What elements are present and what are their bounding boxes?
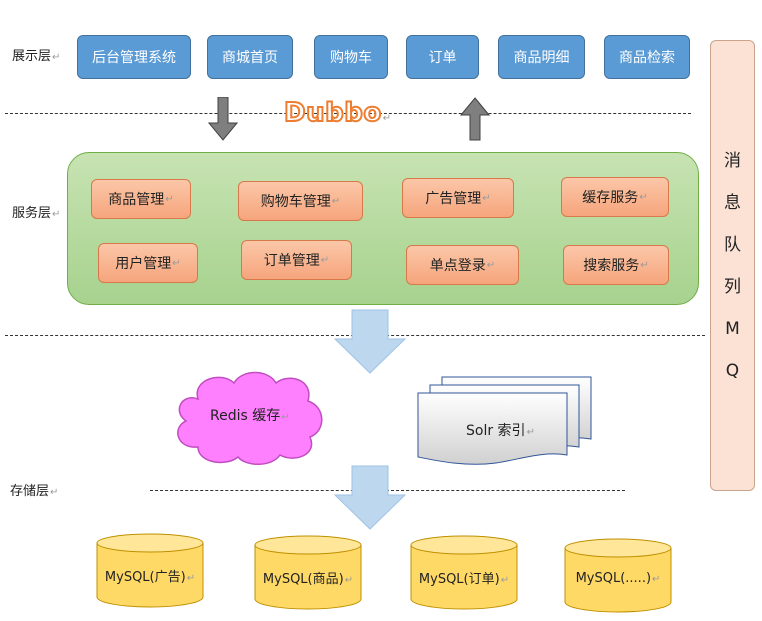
presentation-layer-label: 展示层↵ — [12, 49, 61, 64]
presentation-item-order: 订单 — [406, 35, 479, 79]
database-label: MySQL(订单)↵ — [418, 572, 510, 587]
presentation-item-search: 商品检索 — [604, 35, 690, 79]
down-arrow-icon — [208, 97, 238, 141]
database-cylinder-icon — [564, 538, 672, 613]
service-item-user: 用户管理↵ — [98, 243, 198, 283]
redis-cache-label: Redis 缓存↵ — [210, 408, 290, 424]
presentation-item-detail: 商品明细 — [498, 35, 585, 79]
database-label: MySQL(.....)↵ — [575, 571, 661, 586]
dubbo-label: Dubbo↵ — [283, 97, 392, 129]
database-cylinder-icon — [96, 533, 204, 608]
mq-char: 息 — [724, 192, 741, 213]
mq-char: 消 — [724, 150, 741, 171]
service-item-product: 商品管理↵ — [91, 179, 191, 219]
message-queue-box: 消 息 队 列 M Q — [710, 40, 755, 491]
separator-line-top — [5, 113, 691, 114]
database-cylinder-icon — [254, 535, 362, 610]
service-item-sso: 单点登录↵ — [406, 245, 519, 285]
mq-char: M — [725, 318, 740, 339]
mq-char: 队 — [724, 234, 741, 255]
database-label: MySQL(商品)↵ — [262, 572, 354, 587]
service-item-cache: 缓存服务↵ — [561, 177, 669, 217]
mq-char: Q — [725, 360, 740, 381]
service-item-order: 订单管理↵ — [241, 240, 352, 280]
presentation-item-home: 商城首页 — [207, 35, 293, 79]
up-arrow-icon — [460, 97, 490, 141]
flow-arrow-icon — [333, 465, 407, 530]
presentation-item-admin: 后台管理系统 — [77, 35, 191, 79]
redis-cloud-icon — [177, 371, 323, 465]
flow-arrow-icon — [333, 309, 407, 374]
storage-layer-label: 存储层↵ — [10, 484, 59, 499]
database-label: MySQL(广告)↵ — [104, 570, 196, 585]
presentation-item-cart: 购物车 — [314, 35, 388, 79]
service-item-search: 搜索服务↵ — [563, 245, 669, 285]
solr-index-label: Solr 索引↵ — [466, 423, 535, 439]
mq-char: 列 — [724, 276, 741, 297]
service-item-ad: 广告管理↵ — [402, 178, 514, 218]
service-item-cart: 购物车管理↵ — [238, 181, 363, 221]
service-layer-label: 服务层↵ — [12, 206, 61, 221]
database-cylinder-icon — [410, 535, 518, 610]
solr-documents-icon — [417, 376, 592, 465]
